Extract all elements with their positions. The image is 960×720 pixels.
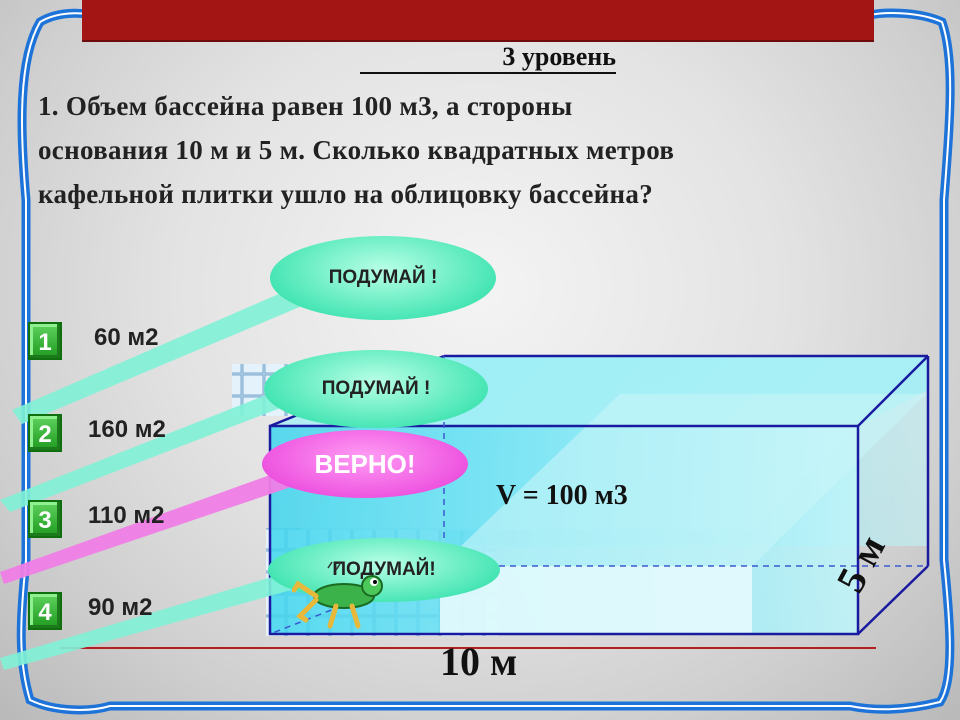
answer-label-1: 60 м2 <box>94 324 159 351</box>
answer-button-3[interactable]: 3 <box>28 500 62 538</box>
volume-label: V = 100 м3 <box>496 480 628 511</box>
pointer-to-answer-2 <box>0 380 322 512</box>
pointer-to-answer-3 <box>0 470 300 584</box>
level-title: 3 уровень <box>360 42 616 74</box>
feedback-think-2: ПОДУМАЙ ! <box>264 350 488 428</box>
title-bar <box>82 0 874 42</box>
pointer-to-answer-1 <box>12 276 340 424</box>
answer-button-2[interactable]: 2 <box>28 414 62 452</box>
feedback-correct: ВЕРНО! <box>262 430 468 498</box>
question-line-3: кафельной плитки ушло на облицовку бассе… <box>38 179 654 209</box>
answer-label-4: 90 м2 <box>88 594 153 621</box>
pointer-to-answer-4 <box>0 568 320 670</box>
pool-step <box>440 566 752 634</box>
question-line-1: 1. Объем бассейна равен 100 м3, а сторон… <box>38 91 573 121</box>
answer-button-4[interactable]: 4 <box>28 592 62 630</box>
answer-label-3: 110 м2 <box>88 502 165 529</box>
pool-step-top <box>440 394 926 566</box>
question-line-2: основания 10 м и 5 м. Сколько квадратных… <box>38 135 675 165</box>
frog-icon <box>292 561 383 629</box>
feedback-think-1: ПОДУМАЙ ! <box>270 236 496 320</box>
answer-button-1[interactable]: 1 <box>28 322 62 360</box>
question-text: 1. Объем бассейна равен 100 м3, а сторон… <box>38 84 918 216</box>
answer-label-2: 160 м2 <box>88 416 166 443</box>
length-label: 10 м <box>440 639 518 684</box>
